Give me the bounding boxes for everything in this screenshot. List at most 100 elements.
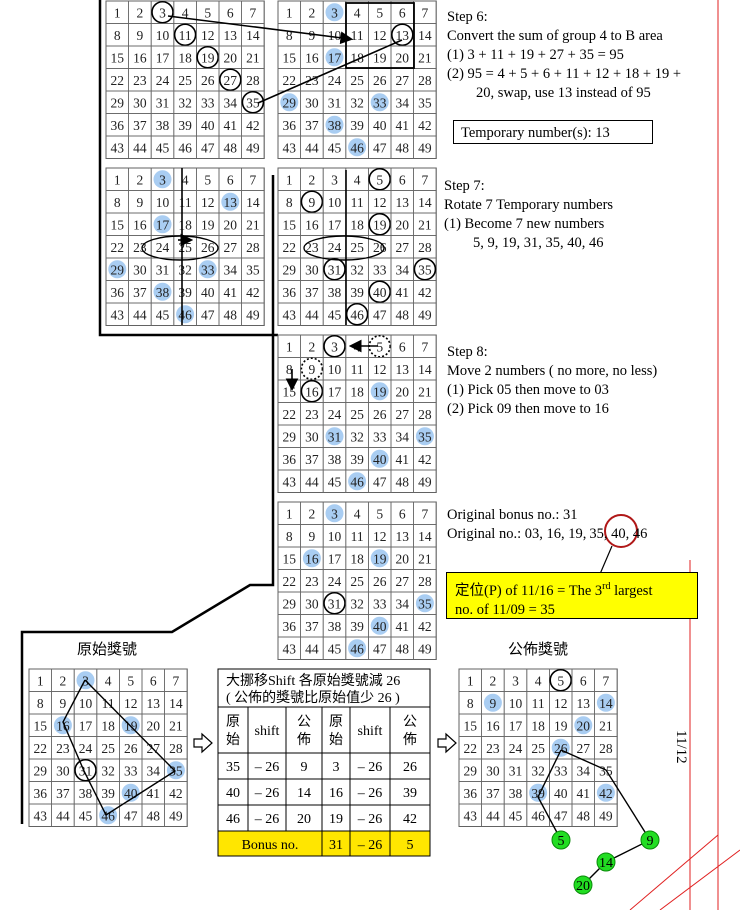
cell-number: 23: [305, 240, 319, 255]
cell-number: 36: [283, 285, 297, 300]
cell-number: 5: [376, 5, 383, 20]
selection-circle: [549, 668, 573, 692]
bonus-cell: 31: [329, 838, 343, 853]
cell-number: 30: [305, 596, 319, 611]
cell-number: 30: [305, 262, 319, 277]
cell-number: 8: [467, 696, 474, 711]
green-ball-label: 14: [599, 856, 613, 871]
cell-number: 1: [286, 339, 293, 354]
table-cell: 9: [301, 760, 308, 775]
cell-number: 7: [603, 673, 610, 688]
cell-number: 7: [250, 5, 257, 20]
cell-number: 28: [246, 240, 260, 255]
cell-number: 23: [305, 574, 319, 589]
cell-number: 41: [224, 118, 238, 133]
cell-number: 12: [373, 529, 387, 544]
cell-number: 16: [305, 551, 319, 566]
cell-number: 31: [156, 262, 170, 277]
cell-number: 15: [283, 50, 297, 65]
cell-number: 20: [224, 217, 238, 232]
cell-number: 11: [532, 696, 545, 711]
cell-number: 38: [79, 786, 93, 801]
cell-number: 2: [309, 5, 316, 20]
cell-number: 38: [328, 285, 342, 300]
selection-circle: [390, 23, 414, 47]
cell-number: 21: [246, 50, 260, 65]
grid-cell: 49: [413, 469, 437, 493]
grid-cell: 40: [367, 614, 392, 638]
cell-number: 25: [350, 73, 364, 88]
grid-cell: 42: [594, 781, 618, 805]
cell-number: 8: [114, 195, 121, 210]
pointer-line: [599, 545, 613, 575]
cell-number: 23: [56, 741, 70, 756]
cell-number: 33: [124, 763, 138, 778]
cell-number: 34: [396, 429, 410, 444]
cell-number: 29: [283, 262, 297, 277]
ovals: [141, 235, 385, 261]
cell-number: 32: [101, 763, 115, 778]
cell-number: 20: [396, 384, 410, 399]
cell-number: 28: [418, 240, 432, 255]
cell-number: 37: [486, 786, 500, 801]
cell-number: 17: [328, 551, 342, 566]
cell-number: 42: [418, 285, 432, 300]
cell-number: 22: [111, 240, 125, 255]
cell-number: 16: [133, 217, 147, 232]
cell-number: 44: [133, 307, 147, 322]
cell-number: 17: [79, 718, 93, 733]
cell-number: 4: [182, 172, 189, 187]
highlight-dot: [153, 282, 172, 301]
cell-number: 41: [224, 285, 238, 300]
cell-number: 35: [418, 95, 432, 110]
step6-title: Step 6:: [447, 9, 488, 25]
cell-number: 14: [418, 195, 432, 210]
highlight-dot: [348, 138, 367, 157]
cell-number: 15: [283, 384, 297, 399]
temporary-number-box: Temporary number(s): 13: [453, 120, 653, 144]
cell-number: 47: [124, 808, 138, 823]
cell-number: 14: [599, 696, 613, 711]
cell-number: 47: [373, 474, 387, 489]
cell-number: 30: [56, 763, 70, 778]
cell-number: 25: [101, 741, 115, 756]
grid-cell: 49: [241, 135, 265, 159]
green-ball: 14: [596, 852, 616, 872]
cell-number: 47: [201, 140, 215, 155]
selection-circle: [173, 23, 197, 47]
cell-number: 43: [464, 808, 478, 823]
cell-number: 13: [396, 195, 410, 210]
cell-number: 16: [305, 384, 319, 399]
bonus-cell: – 26: [357, 838, 383, 853]
cell-number: 12: [201, 195, 215, 210]
table-cell: – 26: [357, 786, 383, 801]
cell-number: 3: [159, 172, 166, 187]
cell-number: 6: [399, 172, 406, 187]
cell-number: 41: [147, 786, 161, 801]
cell-number: 44: [133, 140, 147, 155]
cell-number: 6: [227, 172, 234, 187]
cell-number: 34: [396, 596, 410, 611]
cell-number: 10: [156, 195, 170, 210]
cell-number: 12: [373, 195, 387, 210]
highlight-dot: [574, 716, 593, 735]
cell-number: 42: [169, 786, 183, 801]
cell-number: 17: [328, 384, 342, 399]
original-numbers: Original no.: 03, 16, 19,35, 40, 46: [447, 525, 647, 544]
table-cell: 3: [333, 760, 340, 775]
cell-number: 4: [182, 5, 189, 20]
cell-number: 9: [137, 195, 144, 210]
cell-number: 42: [599, 786, 613, 801]
cell-number: 4: [354, 172, 361, 187]
cell-number: 17: [156, 50, 170, 65]
cell-number: 46: [350, 140, 364, 155]
cell-number: 20: [396, 50, 410, 65]
cell-number: 21: [599, 718, 613, 733]
cell-number: 27: [577, 741, 591, 756]
table-cell: 19: [329, 812, 343, 827]
table-cell: – 26: [254, 812, 280, 827]
grid-cell: 49: [241, 302, 265, 326]
